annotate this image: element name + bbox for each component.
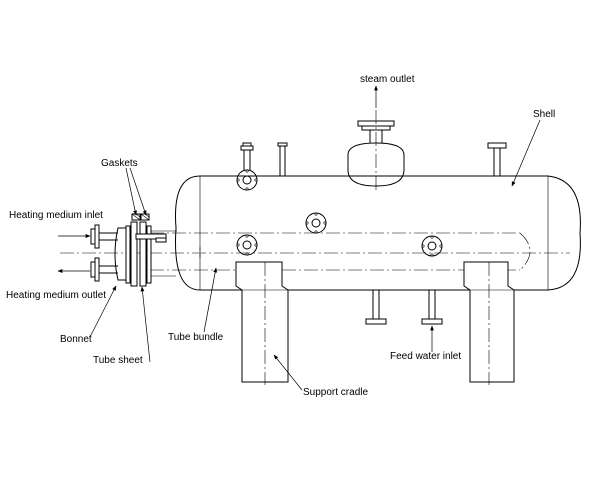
flange-middle xyxy=(305,212,327,234)
flange-lower-left xyxy=(236,234,258,256)
label-tube-sheet: Tube sheet xyxy=(93,355,143,366)
flange-top-left xyxy=(236,169,258,191)
top-nozzles xyxy=(240,142,507,176)
flange-right xyxy=(421,235,443,257)
label-support-cradle: Support cradle xyxy=(303,387,368,398)
bonnet-assembly xyxy=(90,213,177,287)
label-gaskets: Gaskets xyxy=(101,158,138,169)
label-feed-water-inlet: Feed water inlet xyxy=(390,351,461,362)
tube-bundle-drawing xyxy=(150,232,531,271)
label-shell: Shell xyxy=(533,109,555,120)
bottom-nozzles xyxy=(365,290,443,325)
label-steam-outlet: steam outlet xyxy=(360,74,415,85)
label-heating-medium-inlet: Heating medium inlet xyxy=(9,210,103,221)
label-bonnet: Bonnet xyxy=(60,334,92,345)
support-cradle-right xyxy=(463,261,515,385)
label-tube-bundle: Tube bundle xyxy=(168,332,224,343)
label-heating-medium-outlet: Heating medium outlet xyxy=(6,290,106,301)
leader-lines xyxy=(89,119,541,391)
steam-dome xyxy=(347,110,405,190)
support-cradle-left xyxy=(235,261,289,385)
